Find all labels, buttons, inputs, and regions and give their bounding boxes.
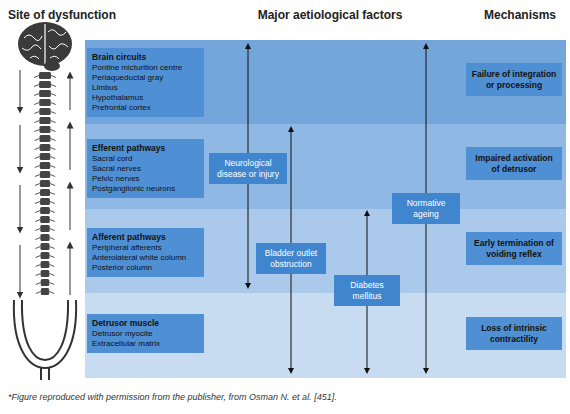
box-text: Limbus — [92, 83, 199, 93]
box-heading: Brain circuits — [92, 52, 199, 63]
box-text: Prefrontal cortex — [92, 103, 199, 113]
column-header: Major aetiological factors — [258, 8, 403, 22]
mechanism-box: Early termination of voiding reflex — [466, 232, 562, 265]
box-text: Sacral nerves — [92, 164, 199, 174]
box-text: Peripheral afferents — [92, 243, 199, 253]
caption: *Figure reproduced with permission from … — [8, 392, 337, 402]
factor-box: Diabetes mellitus — [334, 275, 400, 306]
band — [85, 40, 566, 124]
box-heading: Efferent pathways — [92, 143, 199, 154]
box-text: Extracellular matrix — [92, 339, 199, 349]
mechanism-box: Impaired activation of detrusor — [466, 147, 562, 180]
mechanism-box: Loss of intrinsic contractility — [466, 317, 562, 350]
box-text: Pelvic nerves — [92, 174, 199, 184]
box-heading: Early termination of voiding reflex — [471, 238, 557, 259]
box-text: Anterolateral white column — [92, 253, 199, 263]
mechanism-box: Failure of integration or processing — [466, 63, 562, 96]
box-heading: Bladder outlet obstruction — [260, 248, 322, 269]
box-heading: Diabetes mellitus — [338, 280, 396, 301]
box-text: Posterior column — [92, 263, 199, 273]
factor-box: Bladder outlet obstruction — [256, 243, 326, 274]
band — [85, 293, 566, 378]
factor-box: Normative ageing — [392, 193, 460, 224]
band — [85, 209, 566, 293]
box-text: Detrusor myocite — [92, 329, 199, 339]
box-text: Postganglionic neurons — [92, 184, 199, 194]
bladder-illustration — [14, 300, 76, 380]
box-heading: Neurological disease or injury — [213, 158, 283, 179]
spinal-column — [34, 72, 56, 295]
box-heading: Failure of integration or processing — [471, 69, 557, 90]
site-box: Afferent pathwaysPeripheral afferentsAnt… — [87, 228, 204, 277]
pathway-arrows — [20, 70, 70, 295]
box-text: Sacral cord — [92, 154, 199, 164]
brain-illustration — [18, 22, 72, 71]
box-text: Hypothalamus — [92, 93, 199, 103]
site-box: Detrusor muscleDetrusor myociteExtracell… — [87, 314, 204, 353]
box-heading: Afferent pathways — [92, 232, 199, 243]
box-text: Periaqueductal gray — [92, 73, 199, 83]
site-box: Brain circuitsPontine micturition centre… — [87, 48, 204, 117]
site-box: Efferent pathwaysSacral cordSacral nerve… — [87, 139, 204, 198]
box-text: Pontine micturition centre — [92, 63, 199, 73]
box-heading: Normative ageing — [396, 198, 456, 219]
box-heading: Loss of intrinsic contractility — [471, 323, 557, 344]
box-heading: Detrusor muscle — [92, 318, 199, 329]
column-header: Mechanisms — [484, 8, 556, 22]
factor-box: Neurological disease or injury — [209, 153, 287, 184]
box-heading: Impaired activation of detrusor — [471, 153, 557, 174]
column-header: Site of dysfunction — [8, 8, 116, 22]
band — [85, 124, 566, 209]
